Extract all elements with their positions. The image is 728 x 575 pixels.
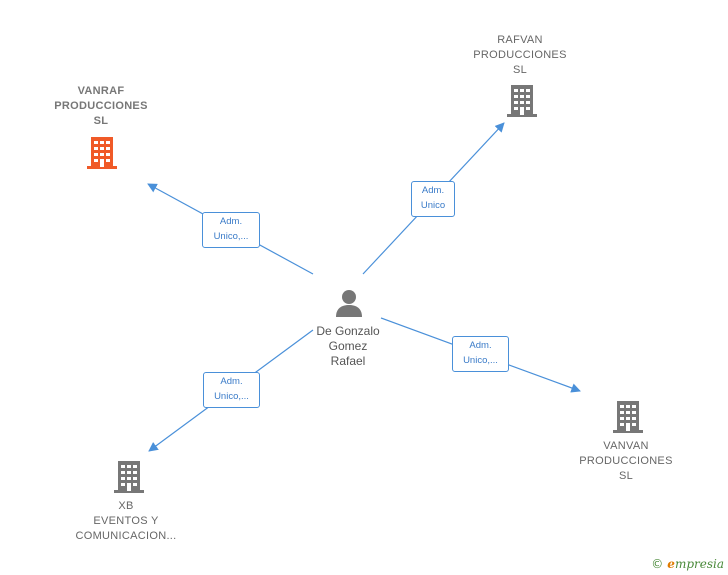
company-name-vanraf[interactable]: VANRAF PRODUCCIONES SL <box>54 85 148 127</box>
edge-label-vanvan[interactable]: Adm. Unico,... <box>452 336 509 372</box>
edge-label-vanraf[interactable]: Adm. Unico,... <box>202 212 260 248</box>
copyright-icon: © <box>651 557 664 571</box>
building-icon[interactable] <box>113 460 145 494</box>
building-icon[interactable] <box>612 400 644 434</box>
company-name-vanvan[interactable]: VANVAN PRODUCCIONES SL <box>579 440 673 482</box>
company-name-rafvan[interactable]: RAFVAN PRODUCCIONES SL <box>473 34 567 76</box>
empresia-logo: ©empresia <box>651 557 724 571</box>
building-icon[interactable] <box>506 84 538 118</box>
edge-label-xb[interactable]: Adm. Unico,... <box>203 372 260 408</box>
company-name-xb[interactable]: XB EVENTOS Y COMUNICACION... <box>75 500 177 542</box>
person-icon[interactable] <box>334 289 364 317</box>
person-name[interactable]: De Gonzalo Gomez Rafael <box>316 324 380 368</box>
edge-label-rafvan[interactable]: Adm. Unico <box>411 181 455 217</box>
building-icon[interactable] <box>86 136 118 170</box>
